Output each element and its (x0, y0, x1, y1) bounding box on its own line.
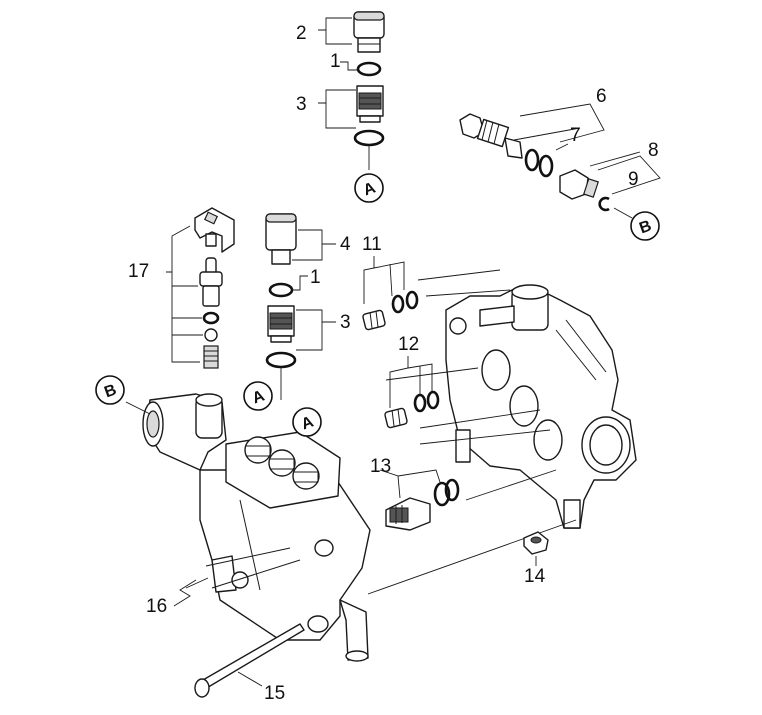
cylinder-head (142, 393, 371, 662)
valve-needle (199, 257, 223, 307)
seal-12a (413, 393, 427, 413)
bracket (194, 207, 235, 253)
o-ring-top (356, 61, 382, 77)
callout-a-left: A (243, 381, 273, 411)
seal-11a (391, 294, 405, 314)
o-ring-17 (202, 311, 220, 325)
pump-housing (445, 284, 637, 529)
o-ring-13a (433, 481, 451, 507)
valve-insert-top (356, 85, 384, 123)
part-label-16: 16 (146, 596, 167, 617)
o-ring-7b (538, 154, 554, 178)
seal-kit-12 (384, 407, 408, 429)
part-label-2: 2 (296, 23, 307, 44)
plug-screw-top (353, 11, 385, 53)
part-label-6: 6 (596, 86, 607, 107)
plug-screw-center (265, 213, 297, 265)
seal-11b (405, 290, 419, 310)
o-ring-valve-center (265, 351, 297, 369)
valve-13 (385, 497, 431, 531)
pressure-fitting (459, 113, 523, 159)
clip-9 (598, 196, 610, 212)
part-label-3-top: 3 (296, 94, 307, 115)
o-ring-center (268, 282, 294, 298)
seal-kit-11 (362, 309, 386, 331)
callout-b-right: B (630, 211, 660, 241)
o-ring-valve-top (353, 129, 385, 147)
callout-b-left: B (95, 375, 125, 405)
callout-a-right: A (292, 407, 322, 437)
part-label-1-top: 1 (330, 51, 341, 72)
part-label-13: 13 (370, 456, 391, 477)
part-label-1-center: 1 (310, 267, 321, 288)
o-ring-13b (444, 478, 460, 502)
o-ring-7a (524, 148, 540, 172)
part-label-3-center: 3 (340, 312, 351, 333)
part-label-9: 9 (628, 169, 639, 190)
callout-a-top: A (354, 173, 384, 203)
svg-text:B: B (102, 381, 119, 401)
part-label-4: 4 (340, 234, 351, 255)
part-label-17: 17 (128, 261, 149, 282)
part-label-12: 12 (398, 334, 419, 355)
part-label-14: 14 (524, 566, 546, 587)
plug-14 (523, 531, 549, 555)
bolt-15 (194, 623, 305, 698)
part-label-11: 11 (362, 234, 382, 255)
valve-insert-center (267, 305, 295, 343)
part-label-8: 8 (648, 140, 659, 161)
part-label-15: 15 (264, 683, 285, 704)
svg-text:B: B (637, 217, 654, 237)
spring-17 (203, 345, 219, 369)
seal-12b (426, 390, 440, 410)
connector-fitting (559, 169, 599, 200)
part-label-7: 7 (570, 125, 581, 146)
ball-17 (204, 328, 218, 342)
